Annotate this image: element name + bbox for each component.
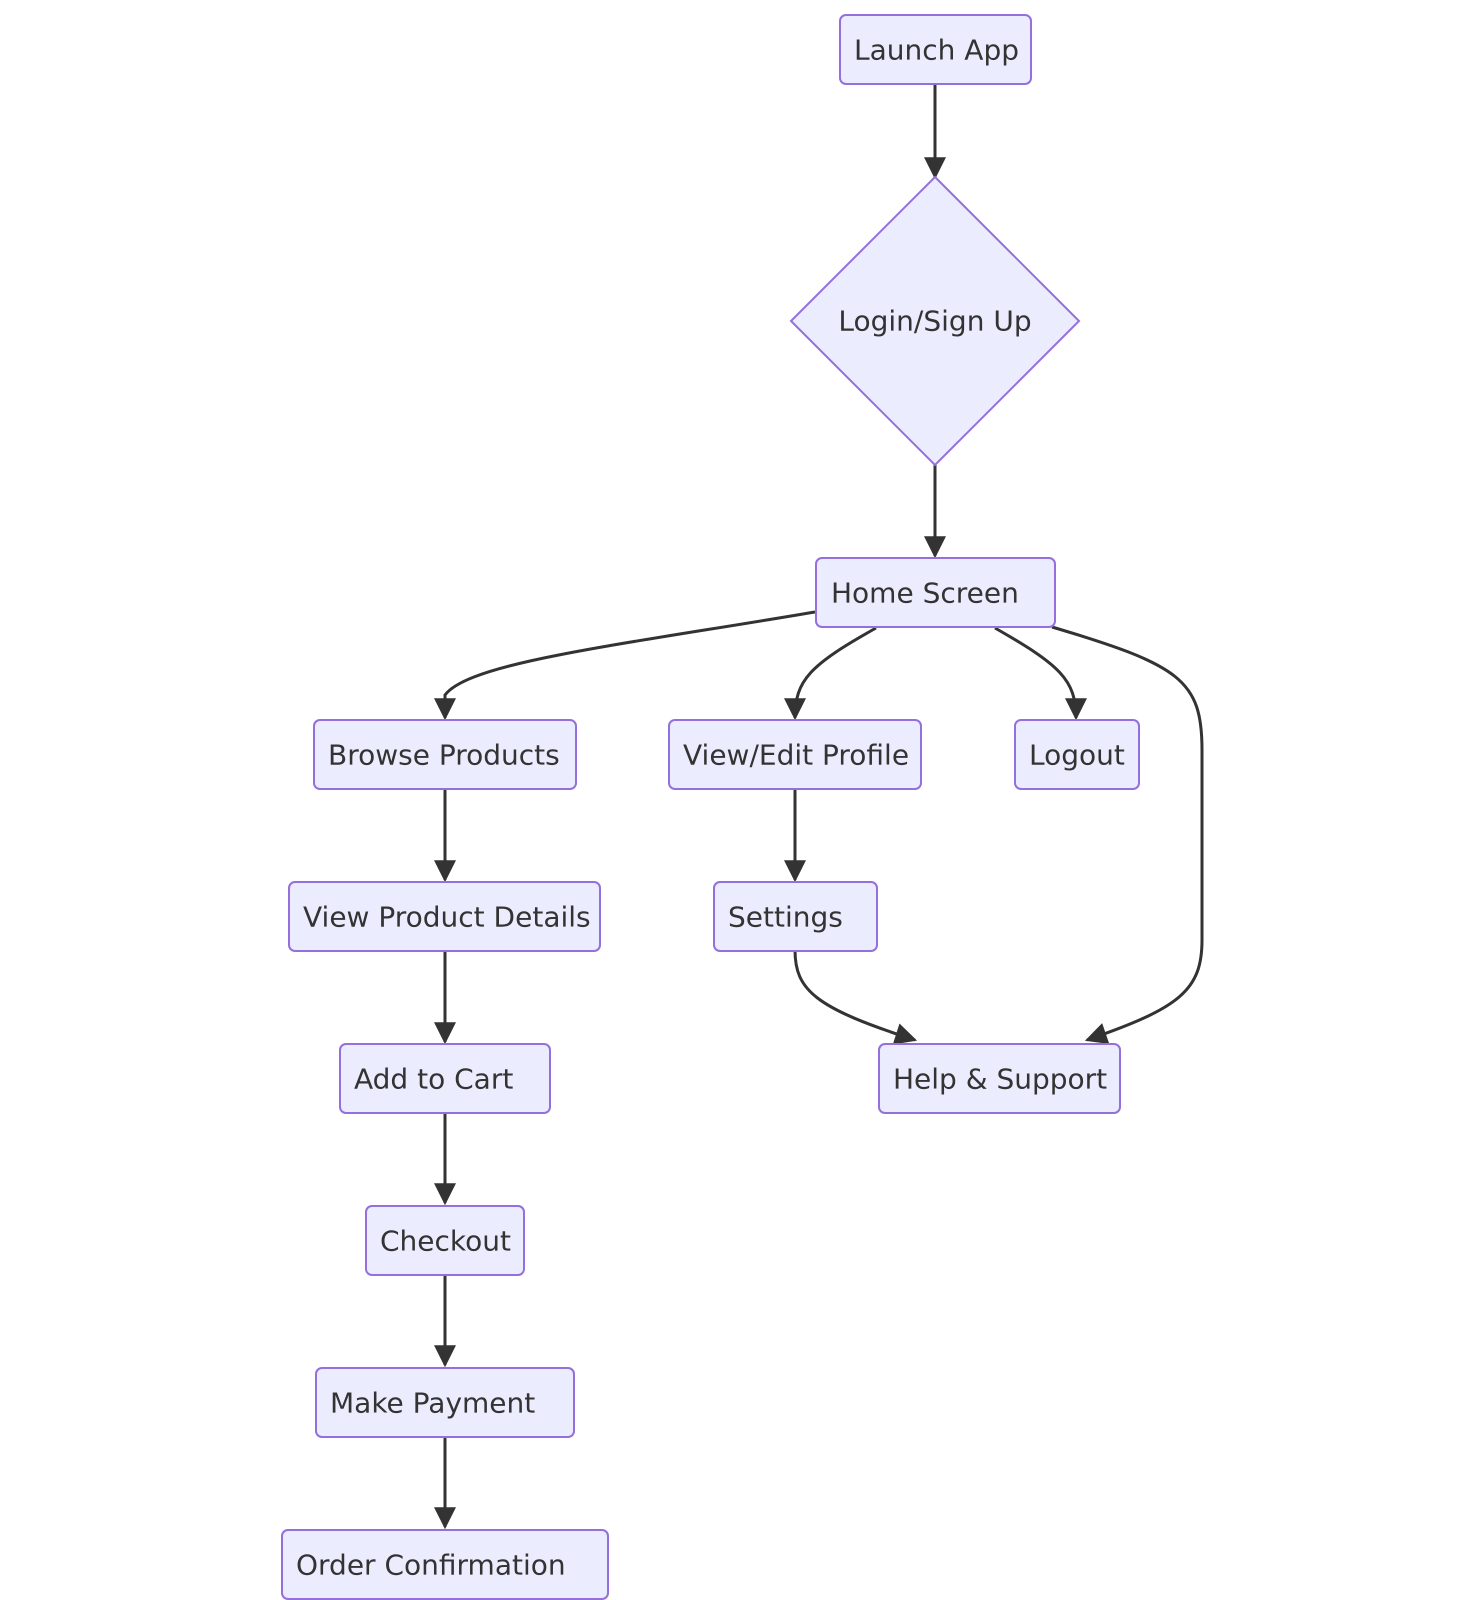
node-settings[interactable]: Settings	[713, 881, 878, 952]
edge-home-to-view-edit-profile	[784, 626, 877, 721]
node-browse-products[interactable]: Browse Products	[313, 719, 577, 790]
node-label: Browse Products	[328, 739, 560, 772]
node-home-screen[interactable]: Home Screen	[815, 557, 1056, 628]
node-add-to-cart[interactable]: Add to Cart	[339, 1043, 551, 1114]
node-make-payment[interactable]: Make Payment	[315, 1367, 575, 1438]
node-label: Settings	[728, 901, 843, 934]
node-checkout[interactable]: Checkout	[365, 1205, 525, 1276]
node-label: Order Confirmation	[296, 1549, 566, 1582]
node-label: Launch App	[854, 34, 1019, 67]
node-help-support[interactable]: Help & Support	[878, 1043, 1121, 1114]
node-label: Checkout	[380, 1225, 511, 1258]
node-order-confirmation[interactable]: Order Confirmation	[281, 1529, 609, 1600]
node-label: Help & Support	[893, 1063, 1107, 1096]
edges-group	[434, 85, 1204, 1530]
node-logout[interactable]: Logout	[1014, 719, 1140, 790]
node-label: View/Edit Profile	[683, 739, 909, 772]
node-view-edit-profile[interactable]: View/Edit Profile	[668, 719, 922, 790]
edge-home-to-browse-products	[434, 610, 816, 721]
node-label: Home Screen	[831, 577, 1019, 610]
node-label: Add to Cart	[354, 1063, 513, 1096]
edge-settings-to-help-support	[793, 949, 918, 1045]
node-launch-app[interactable]: Launch App	[839, 14, 1032, 85]
edge-home-to-help-support	[1051, 625, 1204, 1044]
node-label: Login/Sign Up	[838, 305, 1031, 338]
node-label: Logout	[1029, 739, 1125, 772]
nodes-group: Launch App Login/Sign Up Home Screen Bro…	[281, 14, 1140, 1600]
node-label: Make Payment	[330, 1387, 535, 1420]
node-label: View Product Details	[303, 901, 591, 934]
node-login-signup[interactable]: Login/Sign Up	[789, 175, 1081, 467]
node-view-product-details[interactable]: View Product Details	[288, 881, 601, 952]
edge-home-to-logout	[994, 626, 1087, 721]
